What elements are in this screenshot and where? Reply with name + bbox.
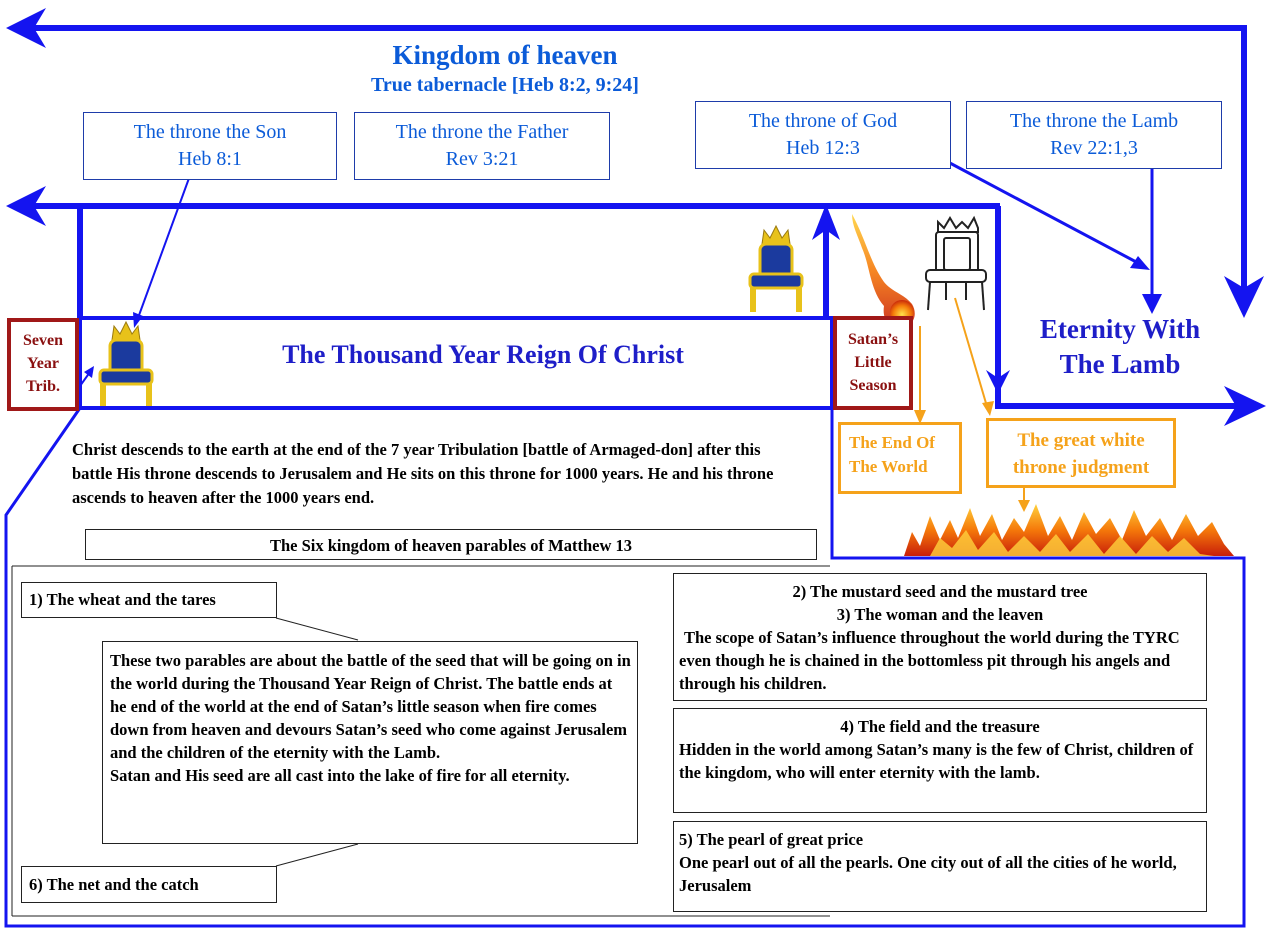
lake-arrow-head bbox=[1018, 500, 1030, 512]
connector-bottom bbox=[275, 843, 359, 867]
parables-frame bbox=[4, 407, 1246, 928]
lamb-pointer-head bbox=[1130, 256, 1150, 270]
son-pointer-head bbox=[133, 312, 143, 328]
lamb-down-head bbox=[1142, 294, 1162, 314]
satan-season-line2: Little bbox=[854, 354, 892, 371]
parable-5-title: 5) The pearl of great price bbox=[679, 830, 864, 849]
satan-season-box: Satan’s Little Season bbox=[833, 316, 913, 410]
parable-1-6-text2: Satan and His seed are all cast into the… bbox=[110, 766, 570, 785]
eternity-label: Eternity With The Lamb bbox=[1010, 312, 1230, 382]
white-throne-arrow-head bbox=[982, 401, 994, 416]
throne-god-title: The throne of God bbox=[748, 110, 898, 132]
parable-2-3-text: The scope of Satan’s influence throughou… bbox=[679, 628, 1180, 693]
reign-arrow-head-left bbox=[6, 186, 46, 226]
heaven-arrow-head-left bbox=[6, 8, 46, 48]
throne-icon bbox=[748, 224, 804, 312]
seven-year-line3: Trib. bbox=[26, 378, 60, 395]
throne-son-title: The throne the Son bbox=[133, 121, 287, 143]
white-throne-icon bbox=[925, 215, 987, 311]
reign-arrow bbox=[30, 203, 1236, 409]
throne-god-box: The throne of God Heb 12:3 bbox=[695, 101, 951, 169]
fire-icon bbox=[904, 504, 1234, 556]
throne-father-ref: Rev 3:21 bbox=[445, 148, 519, 170]
kingdom-subtitle: True tabernacle [Heb 8:2, 9:24] bbox=[371, 74, 639, 96]
reign-frame bbox=[78, 316, 834, 410]
seven-year-arrow-head bbox=[84, 366, 94, 378]
fireball-icon bbox=[852, 214, 915, 329]
heaven-arrow-head-down bbox=[1224, 276, 1264, 318]
seven-year-line2: Year bbox=[27, 355, 59, 372]
throne-god-ref: Heb 12:3 bbox=[786, 137, 860, 159]
eternity-line1: Eternity With bbox=[1039, 314, 1201, 344]
connector-top bbox=[275, 617, 359, 641]
parable-5-text: One pearl out of all the pearls. One cit… bbox=[679, 853, 1177, 895]
throne-icon bbox=[98, 320, 154, 406]
parable-2-title: 2) The mustard seed and the mustard tree bbox=[792, 582, 1088, 601]
son-pointer bbox=[137, 169, 193, 319]
description-text: Christ descends to the earth at the end … bbox=[72, 440, 774, 507]
end-world-arrow-head bbox=[914, 410, 926, 424]
parable-1-box: 1) The wheat and the tares bbox=[21, 582, 277, 618]
parable-4-title: 4) The field and the treasure bbox=[840, 717, 1040, 736]
throne-father-box: The throne the Father Rev 3:21 bbox=[354, 112, 610, 180]
heaven-arrow bbox=[30, 25, 1247, 290]
reign-title: The Thousand Year Reign Of Christ bbox=[282, 340, 684, 369]
throne-father-title: The throne the Father bbox=[395, 121, 569, 143]
parable-6-box: 6) The net and the catch bbox=[21, 866, 277, 903]
throne-lamb-title: The throne the Lamb bbox=[1009, 110, 1179, 132]
white-throne-line1: The great white bbox=[1017, 430, 1145, 451]
parable-1-6-text-box: These two parables are about the battle … bbox=[102, 641, 638, 844]
down-arrow-head bbox=[986, 370, 1010, 394]
throne-lamb-ref: Rev 22:1,3 bbox=[1050, 137, 1138, 159]
end-world-line1: The End Of bbox=[849, 433, 935, 452]
eternity-arrow-head-right bbox=[1224, 386, 1266, 426]
parable-2-3-box: 2) The mustard seed and the mustard tree… bbox=[673, 573, 1207, 701]
seven-year-box: Seven Year Trib. bbox=[7, 318, 79, 411]
seven-year-line1: Seven bbox=[23, 332, 63, 349]
parable-1-6-text: These two parables are about the battle … bbox=[110, 651, 631, 762]
satan-season-line3: Season bbox=[849, 377, 897, 394]
white-throne-line2: throne judgment bbox=[1012, 457, 1150, 478]
parable-5-box: 5) The pearl of great price One pearl ou… bbox=[673, 821, 1207, 912]
lamb-pointer bbox=[947, 160, 1141, 266]
throne-lamb-box: The throne the Lamb Rev 22:1,3 bbox=[966, 101, 1222, 169]
throne-son-ref: Heb 8:1 bbox=[178, 148, 242, 170]
parable-4-box: 4) The field and the treasure Hidden in … bbox=[673, 708, 1207, 813]
ascend-arrow-head bbox=[812, 204, 840, 240]
eternity-line2: The Lamb bbox=[1059, 349, 1181, 379]
white-throne-box: The great white throne judgment bbox=[986, 418, 1176, 488]
throne-son-box: The throne the Son Heb 8:1 bbox=[83, 112, 337, 180]
satan-season-line1: Satan’s bbox=[847, 331, 899, 348]
kingdom-title: Kingdom of heaven bbox=[392, 40, 618, 70]
end-world-box: The End Of The World bbox=[838, 422, 962, 494]
end-world-line2: The World bbox=[849, 457, 928, 476]
parables-header: The Six kingdom of heaven parables of Ma… bbox=[85, 529, 817, 560]
parable-4-text: Hidden in the world among Satan’s many i… bbox=[679, 740, 1194, 782]
parable-3-title: 3) The woman and the leaven bbox=[836, 605, 1044, 624]
